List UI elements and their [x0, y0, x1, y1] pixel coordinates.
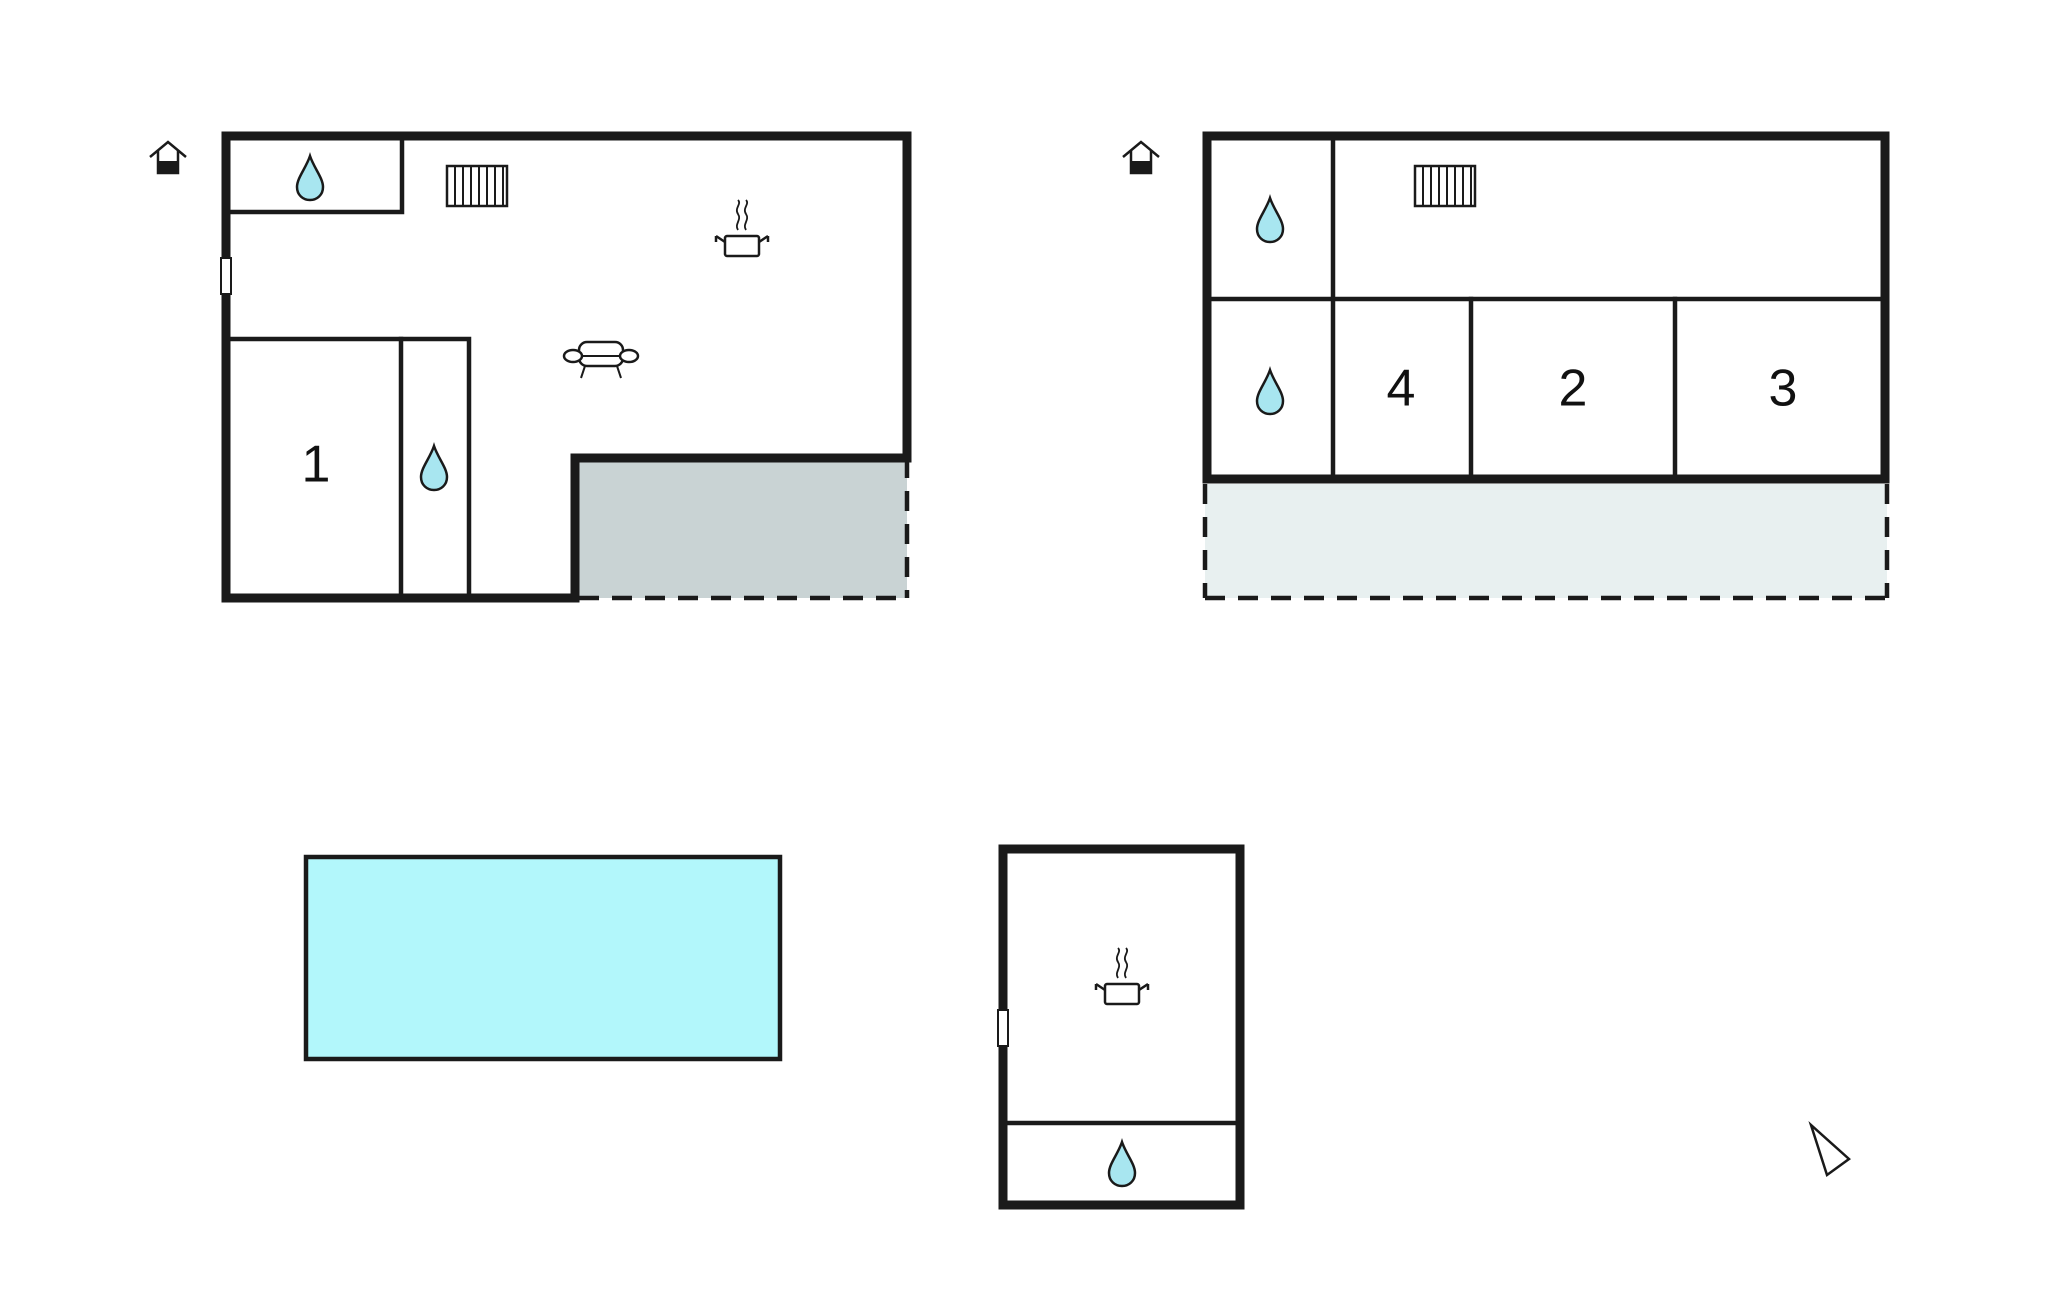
- room-number-2: 2: [1559, 360, 1588, 418]
- radiator-icon: [1413, 164, 1477, 208]
- bedroom-wall: [227, 336, 472, 597]
- water-drop-icon: [1255, 196, 1285, 244]
- ground-floor-outer-wall: [221, 131, 912, 603]
- water-drop-icon: [419, 444, 449, 492]
- water-drop-icon: [295, 154, 325, 202]
- covered-terrace: [575, 458, 907, 598]
- north-arrow-icon: [1808, 1121, 1851, 1178]
- cooking-pot-icon: [714, 198, 770, 258]
- door-icon: [220, 257, 232, 295]
- wc-wall: [227, 137, 405, 215]
- water-drop-icon: [1255, 368, 1285, 416]
- swimming-pool: [303, 854, 783, 1062]
- entrance-icon: [1121, 140, 1161, 175]
- room-number-1: 1: [302, 436, 331, 494]
- ground-floor-plan: 1: [220, 131, 912, 603]
- upper-floor-plan: 4 2 3: [1202, 131, 1890, 601]
- outbuilding-plan: [997, 844, 1245, 1210]
- cooking-pot-icon: [1094, 946, 1150, 1006]
- room-number-3: 3: [1769, 360, 1798, 418]
- entrance-icon: [148, 140, 188, 175]
- open-terrace: [1205, 484, 1887, 598]
- room-number-4: 4: [1387, 360, 1416, 418]
- door-icon: [997, 1009, 1009, 1047]
- water-drop-icon: [1107, 1140, 1137, 1188]
- radiator-icon: [445, 164, 509, 208]
- sofa-icon: [562, 340, 640, 380]
- upper-floor-outer-wall: [1202, 131, 1890, 484]
